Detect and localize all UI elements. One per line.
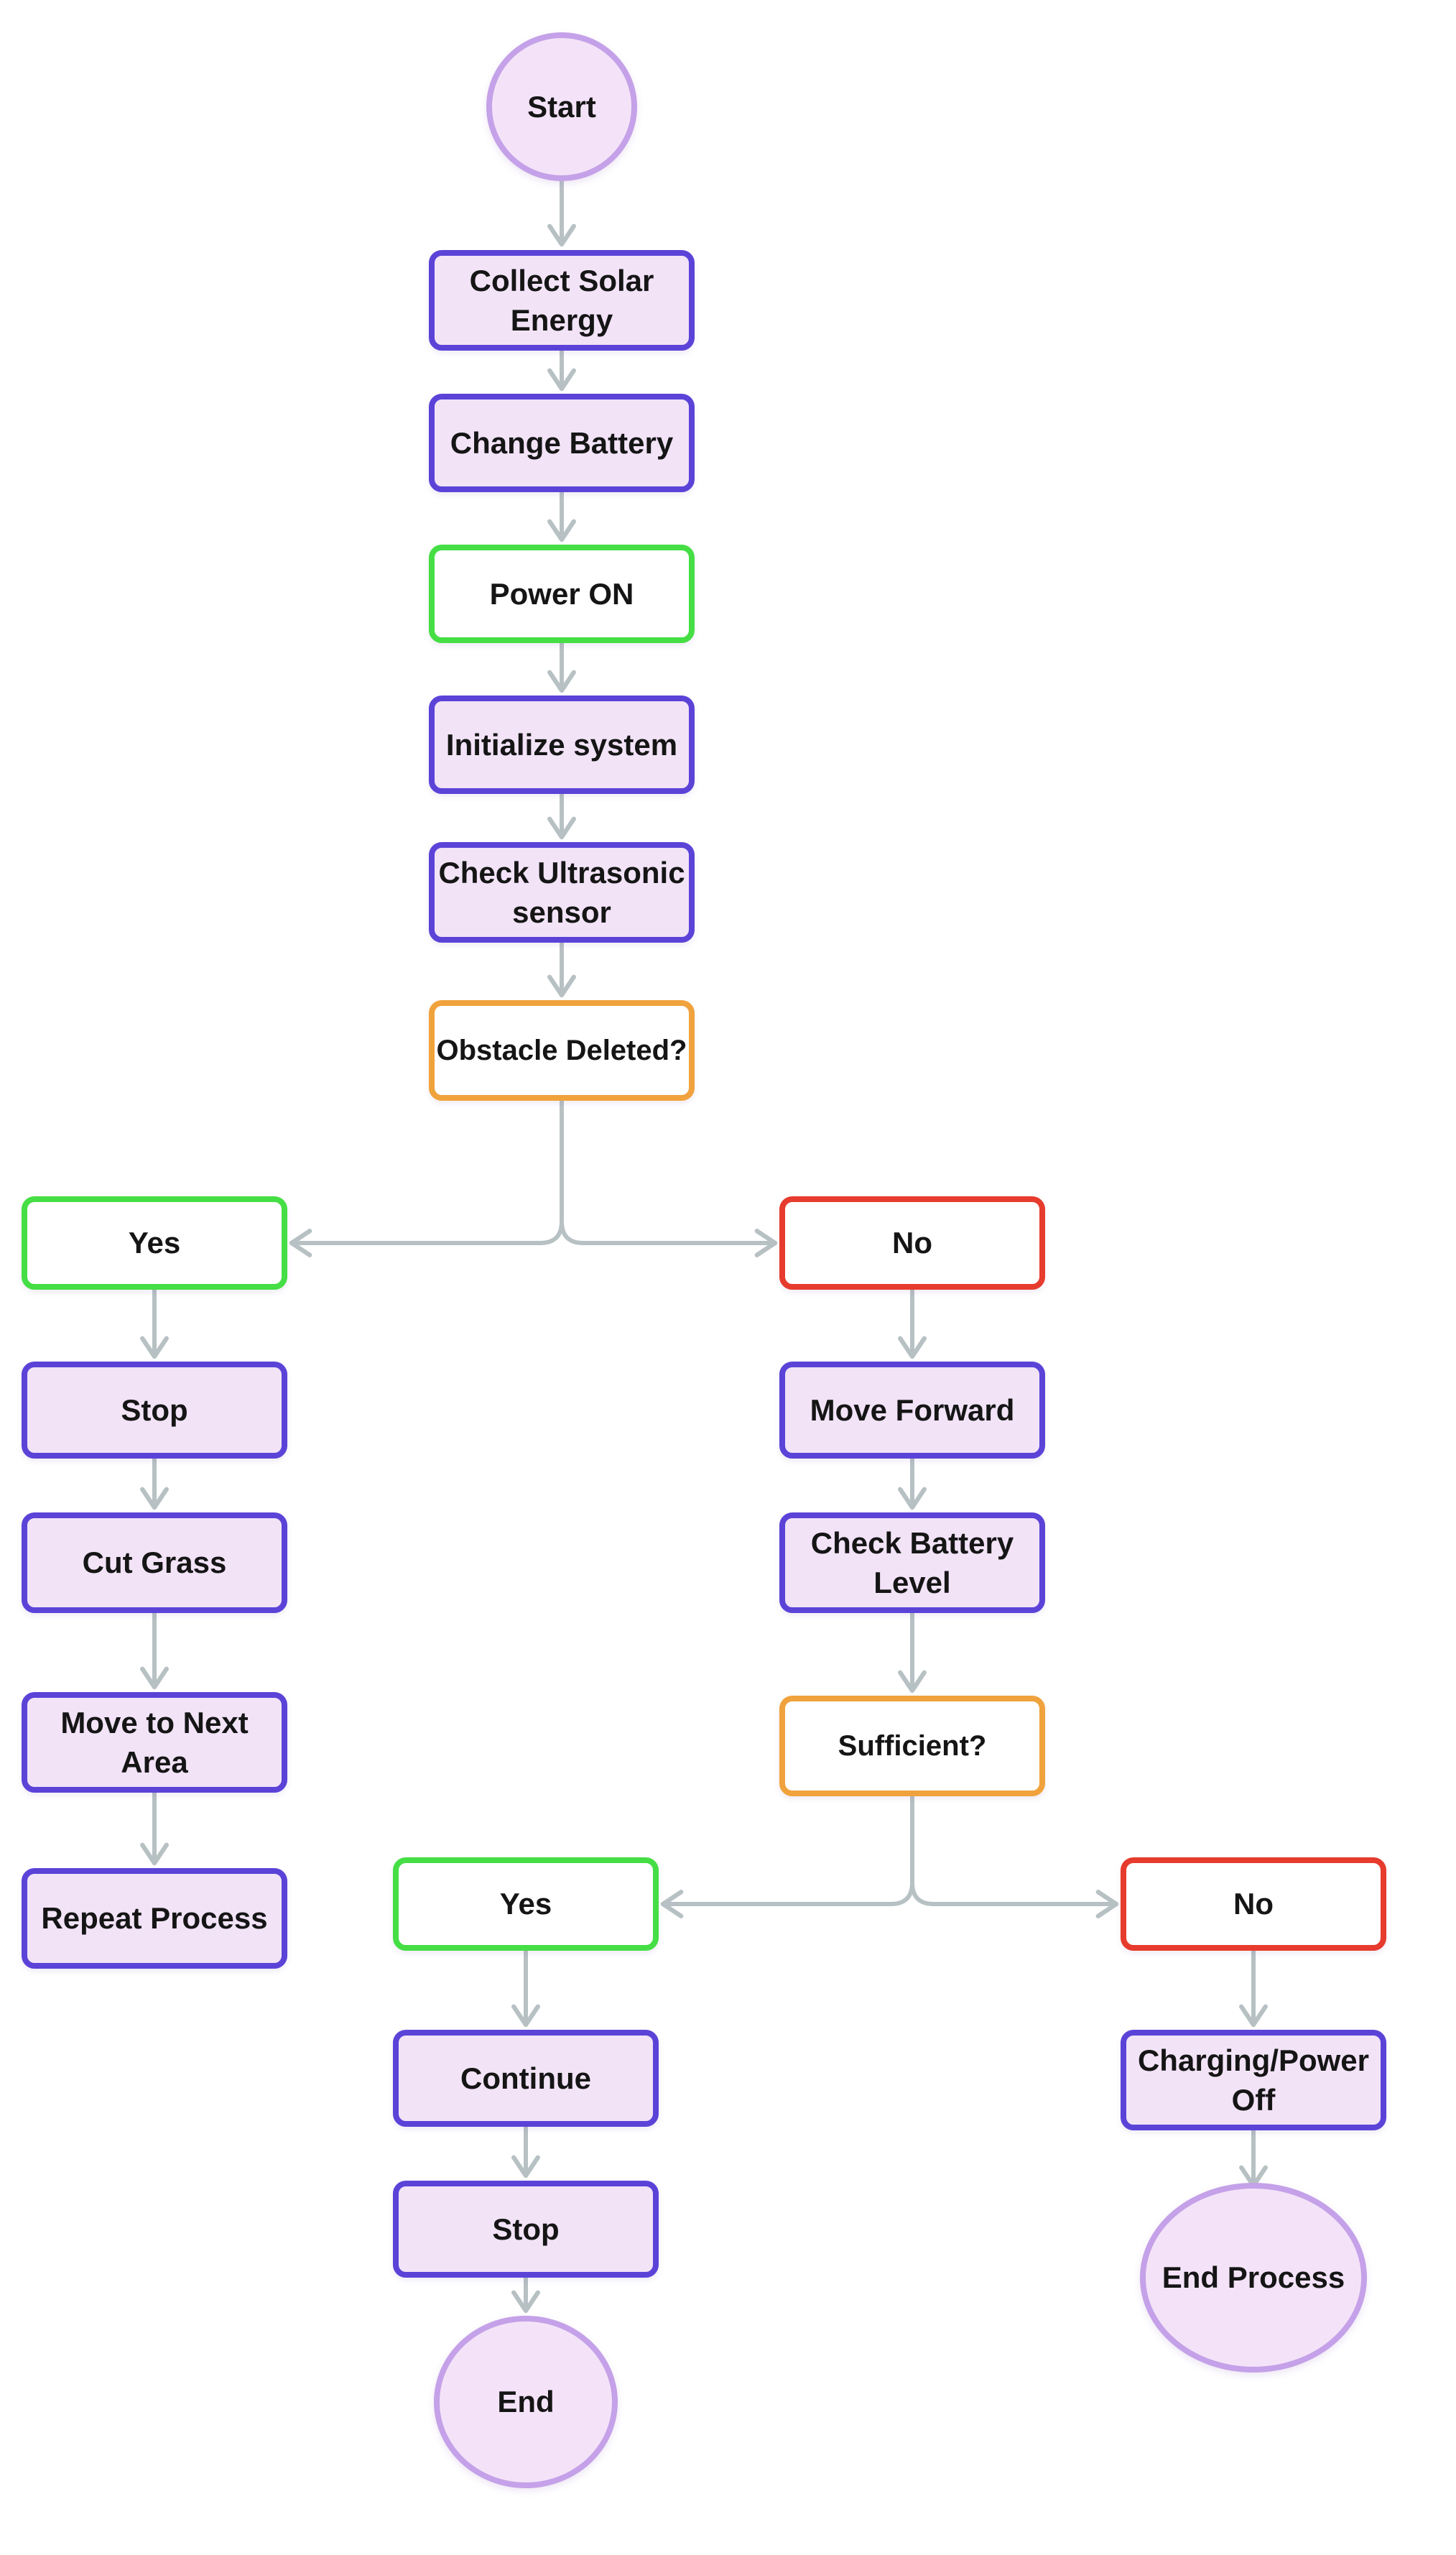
node-obstacle-deleted-decision: Obstacle Deleted? — [429, 1000, 695, 1101]
node-change-battery: Change Battery — [429, 394, 695, 492]
node-power-on: Power ON — [429, 545, 695, 643]
arrow-sufficient-to-no — [910, 1882, 1119, 1918]
node-initialize-system: Initialize system — [429, 696, 695, 794]
node-charging-power-off: Charging/Power Off — [1121, 2030, 1386, 2130]
node-move-forward: Move Forward — [779, 1362, 1045, 1459]
node-obstacle-yes-branch: Yes — [22, 1196, 287, 1290]
node-start-terminal: Start — [486, 32, 637, 181]
node-stop-left: Stop — [22, 1362, 287, 1459]
node-sufficient-yes-branch: Yes — [393, 1857, 659, 1951]
node-continue: Continue — [393, 2030, 659, 2127]
arrow-obstacle-to-yes — [289, 1221, 564, 1257]
node-move-to-next-area: Move to Next Area — [22, 1692, 287, 1793]
node-check-ultrasonic-sensor: Check Ultrasonic sensor — [429, 842, 695, 943]
node-sufficient-no-branch: No — [1121, 1857, 1386, 1951]
node-check-battery-level: Check Battery Level — [779, 1512, 1045, 1613]
node-end-process-terminal: End Process — [1140, 2183, 1367, 2372]
node-collect-solar-energy: Collect Solar Energy — [429, 250, 695, 351]
node-sufficient-decision: Sufficient? — [779, 1696, 1045, 1796]
node-obstacle-no-branch: No — [779, 1196, 1045, 1290]
arrow-obstacle-to-no — [560, 1221, 778, 1257]
node-end-terminal: End — [434, 2316, 618, 2488]
node-stop-bottom: Stop — [393, 2181, 659, 2278]
node-repeat-process: Repeat Process — [22, 1868, 287, 1969]
node-cut-grass: Cut Grass — [22, 1512, 287, 1613]
arrow-sufficient-to-yes — [660, 1882, 914, 1918]
